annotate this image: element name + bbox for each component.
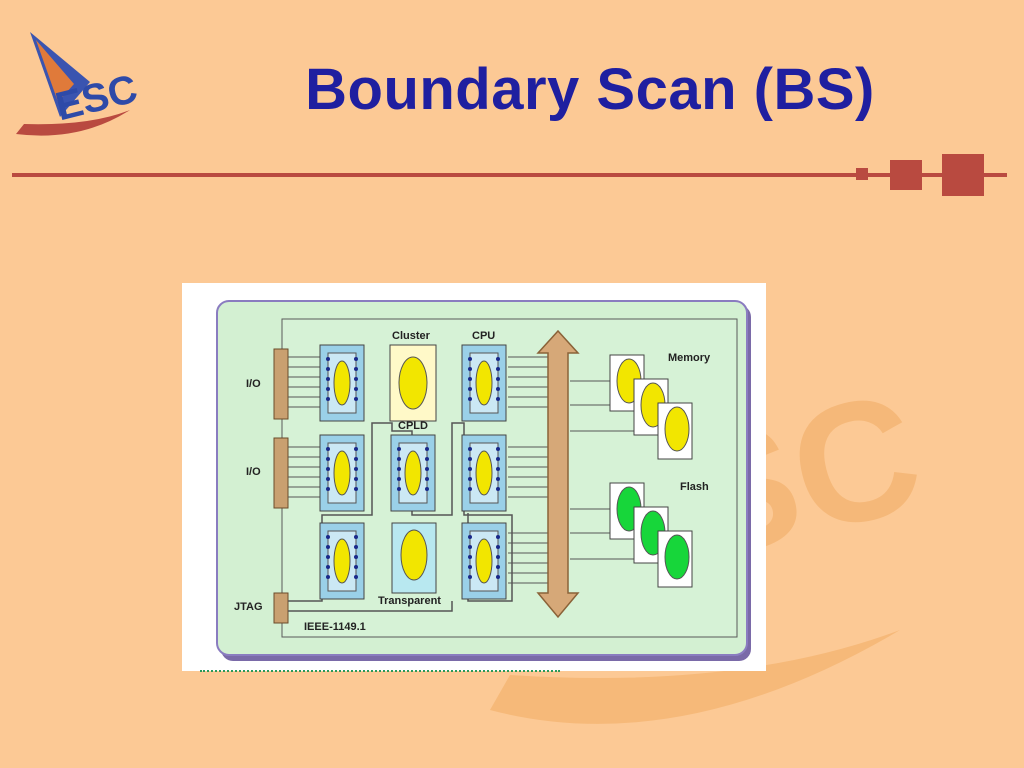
title-divider	[12, 154, 1007, 196]
esc-logo: ESC	[16, 32, 142, 136]
cpld-label: CPLD	[398, 420, 428, 432]
standard-label: IEEE-1149.1	[304, 621, 366, 633]
jtag-scan-chain	[288, 422, 513, 612]
watermark-swoosh	[490, 630, 900, 724]
cpu-label: CPU	[472, 330, 495, 342]
flash-chips	[609, 482, 693, 588]
system-bus-arrow	[536, 329, 580, 619]
boundary-scan-diagram: I/O I/O JTAG IEEE-1149.1	[182, 283, 766, 671]
transparent-label: Transparent	[378, 595, 441, 607]
logo-sail-accent	[36, 40, 74, 102]
bs-chip-9	[461, 522, 507, 600]
cluster-label: Cluster	[392, 330, 431, 342]
bs-chip-cpu	[461, 344, 507, 422]
bs-chip-7	[319, 522, 365, 600]
bs-chip-cluster	[389, 344, 437, 422]
jtag-connector	[273, 592, 289, 624]
io-connector-middle	[273, 437, 289, 509]
bs-chip-4	[319, 434, 365, 512]
io-label-top: I/O	[246, 378, 261, 390]
bs-chip-cpld	[390, 434, 436, 512]
page-title: Boundary Scan (BS)	[305, 57, 875, 122]
caption-strip	[200, 666, 560, 672]
memory-label: Memory	[668, 352, 711, 364]
logo-swoosh	[16, 110, 130, 136]
io-connector-top	[273, 348, 289, 420]
bs-chip-transparent	[391, 522, 437, 594]
bs-chip-1	[319, 344, 365, 422]
flash-label: Flash	[680, 481, 709, 493]
io-signal-lines	[288, 356, 548, 584]
io-label-middle: I/O	[246, 466, 261, 478]
jtag-label: JTAG	[234, 601, 263, 613]
memory-chips	[609, 354, 693, 460]
bs-chip-6	[461, 434, 507, 512]
